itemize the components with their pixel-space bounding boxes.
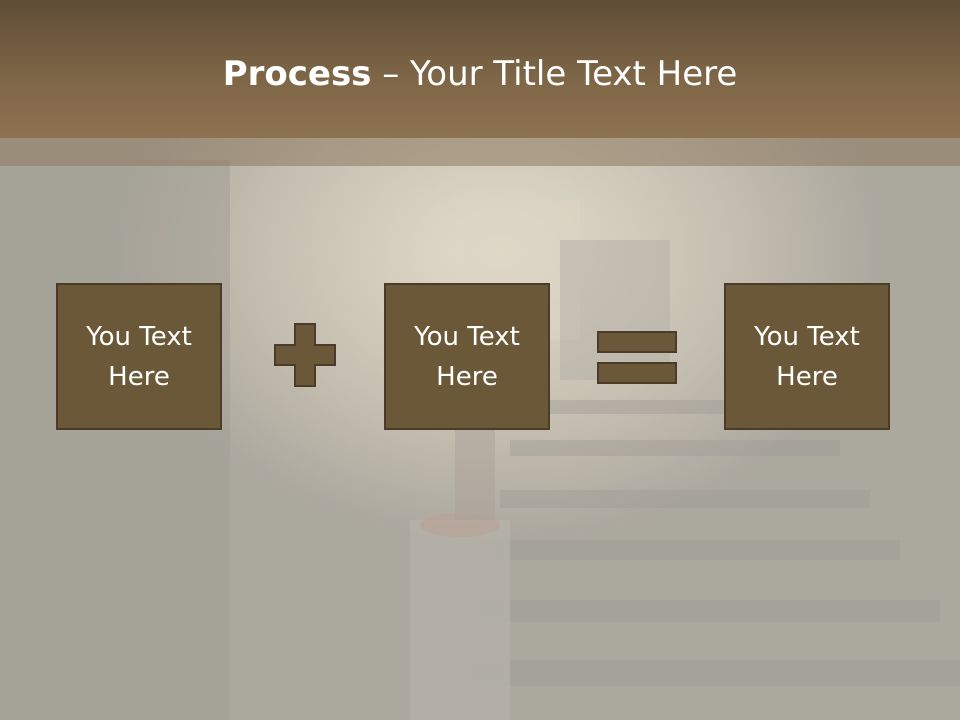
title-bar-strip (0, 138, 960, 166)
slide-title: Process – Your Title Text Here (0, 52, 960, 96)
process-box-1-label: You Text Here (86, 321, 192, 392)
process-box-3-label: You Text Here (754, 321, 860, 392)
title-text: – Your Title Text Here (371, 54, 738, 94)
process-box-2[interactable]: You Text Here (384, 283, 550, 430)
process-box-1[interactable]: You Text Here (56, 283, 222, 430)
equals-icon (597, 331, 677, 384)
title-bold: Process (222, 54, 372, 94)
process-box-3[interactable]: You Text Here (724, 283, 890, 430)
plus-icon (274, 323, 336, 387)
title-bar (0, 0, 960, 138)
process-box-2-label: You Text Here (414, 321, 520, 392)
